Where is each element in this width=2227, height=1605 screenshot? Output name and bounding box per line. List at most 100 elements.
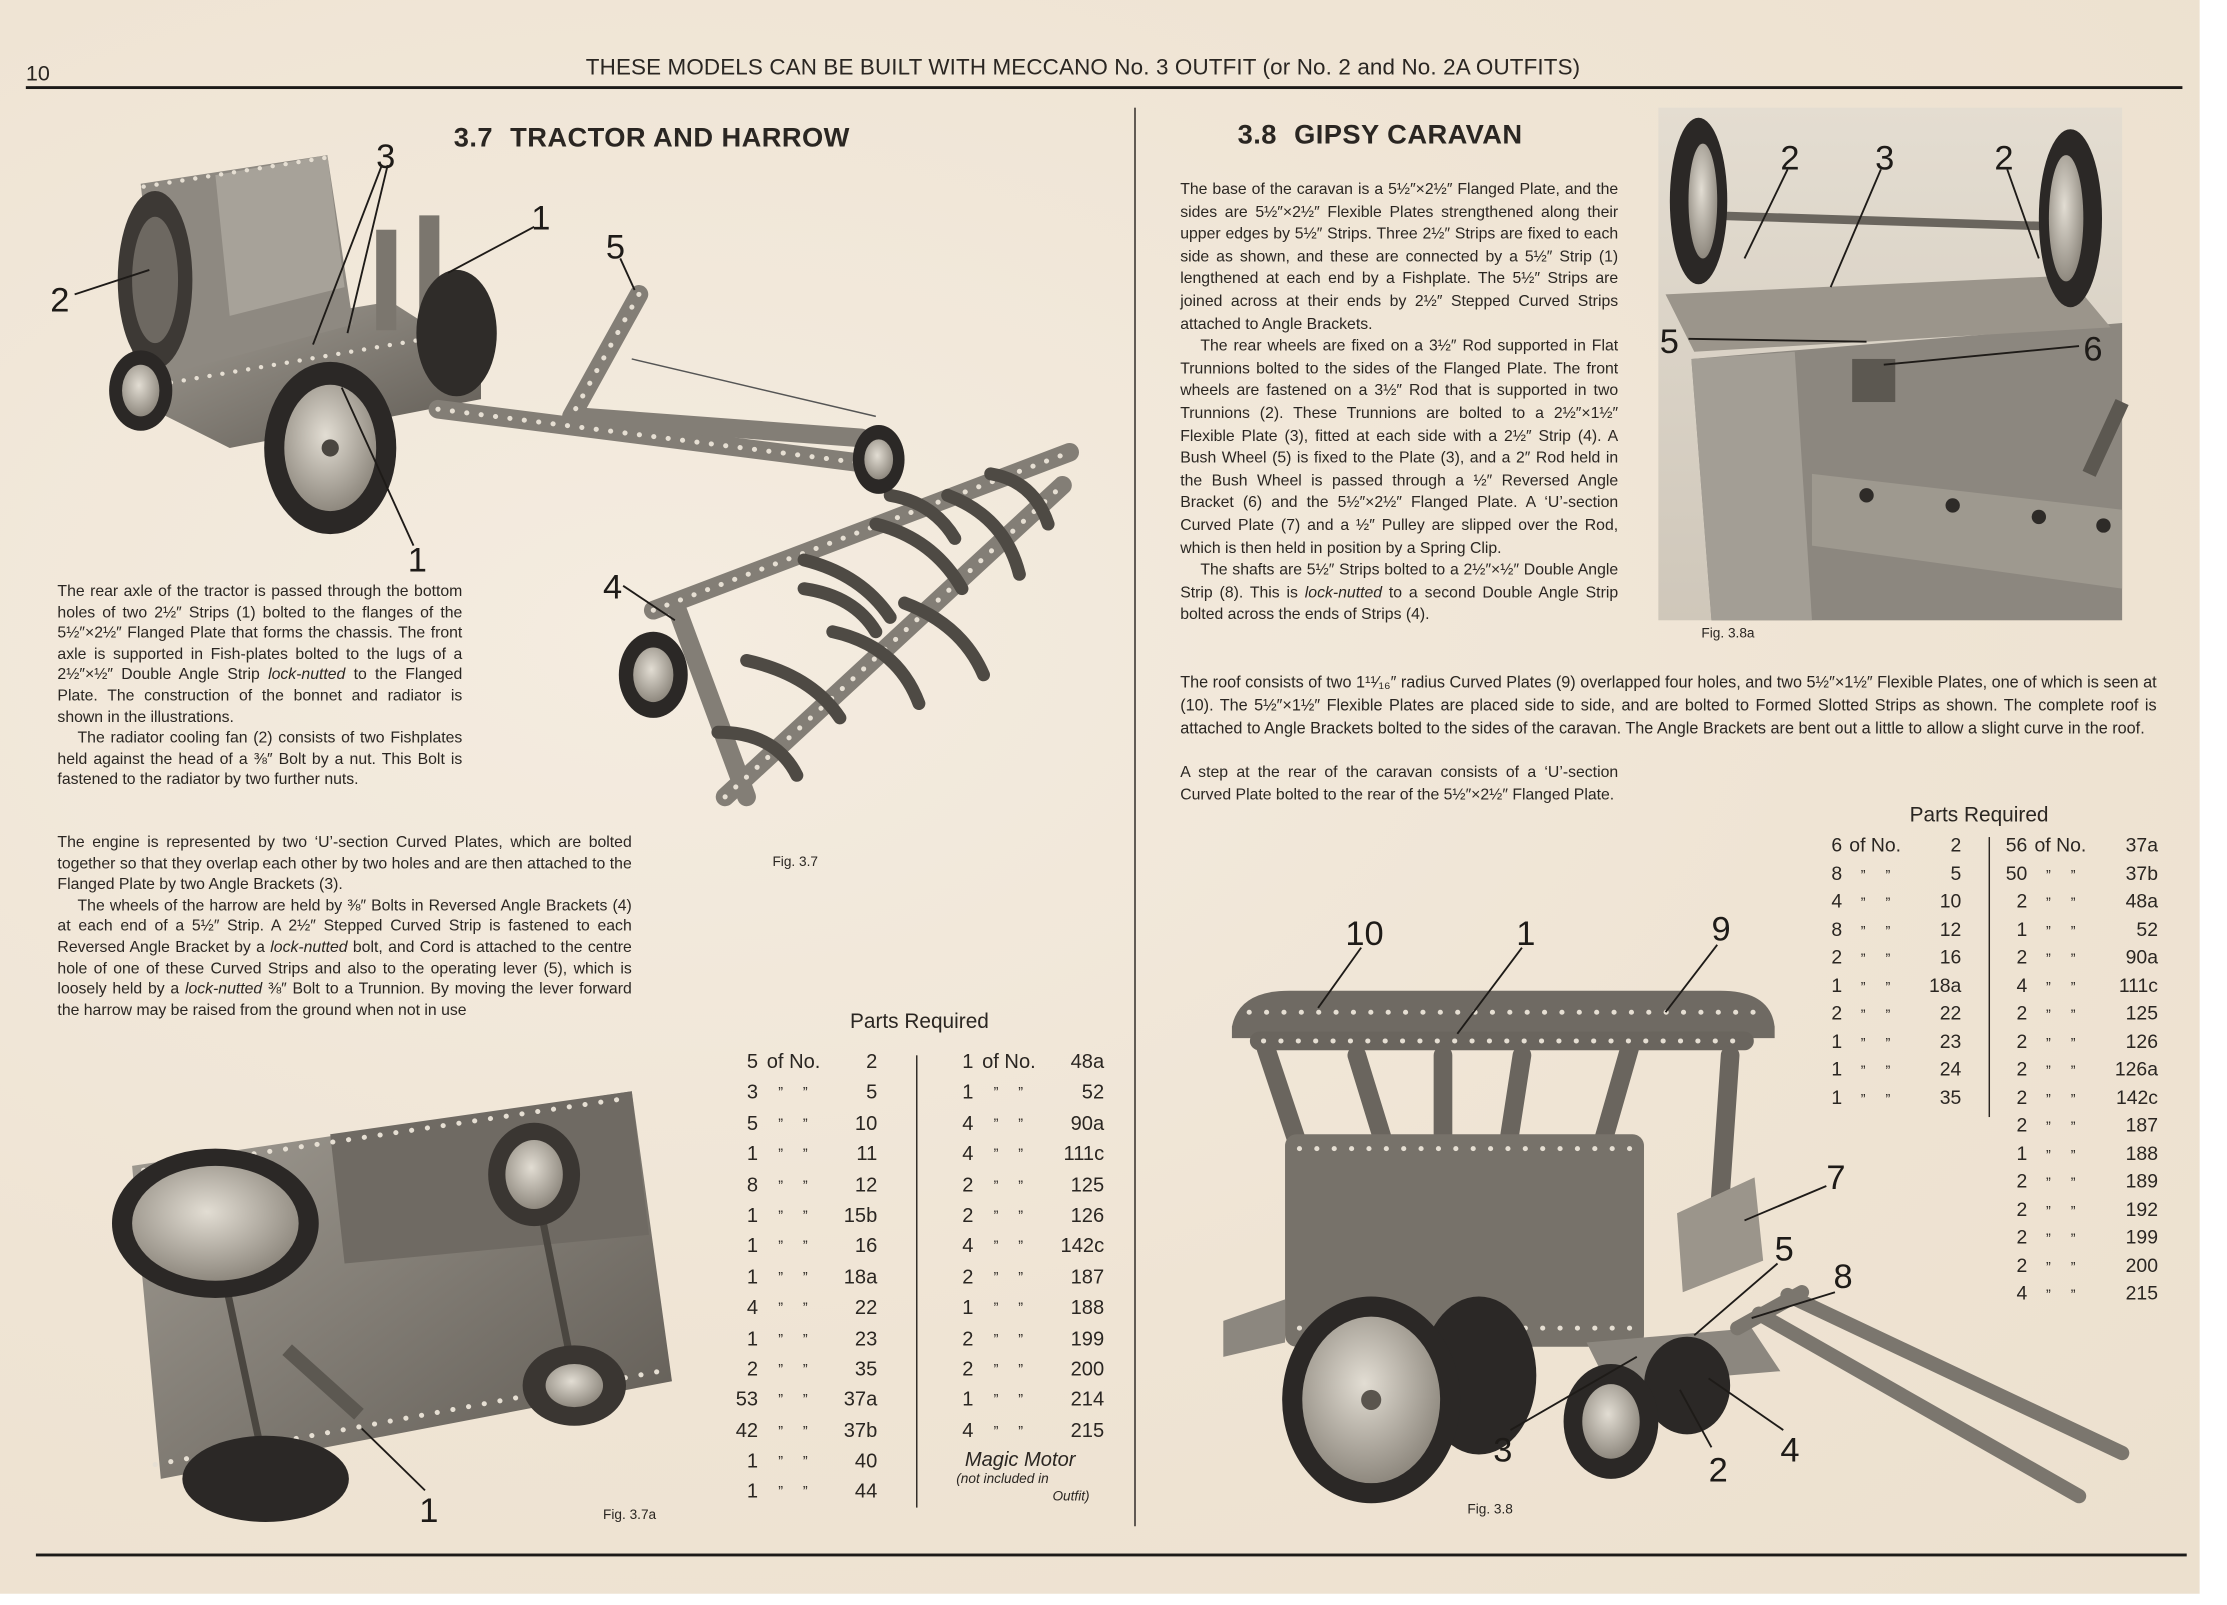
part-number: 23 [854, 1325, 878, 1349]
part-quantity: 4 [2016, 1282, 2028, 1304]
part-of-number: ” ” [1860, 895, 1891, 912]
part-quantity: 4 [962, 1110, 974, 1134]
part-of-number: ” ” [778, 1239, 808, 1256]
part-quantity: 4 [962, 1418, 974, 1442]
parts-required-title: Parts Required [1909, 804, 2049, 828]
part-quantity: 1 [746, 1448, 759, 1472]
part-quantity: 1 [2016, 918, 2028, 940]
part-number: 22 [1939, 1002, 1962, 1024]
part-of-number: ” ” [2046, 895, 2076, 912]
part-of-number: ” ” [2046, 1147, 2076, 1164]
part-of-number: ” ” [2046, 867, 2076, 884]
callout-2: 2 [1780, 139, 1799, 177]
part-quantity: 1 [962, 1080, 974, 1104]
part-of-number: ” ” [993, 1208, 1024, 1225]
part-quantity: 1 [1831, 1086, 1843, 1108]
part-number: 37b [2125, 862, 2159, 884]
part-quantity: 2 [2016, 1058, 2028, 1080]
part-quantity: 2 [2016, 1086, 2028, 1108]
part-of-number: ” ” [2046, 1231, 2076, 1248]
part-number: 125 [1070, 1172, 1105, 1196]
part-number: 125 [2125, 1002, 2159, 1024]
tractor-instructions: The rear axle of the tractor is passed t… [57, 581, 462, 791]
part-of-number: ” ” [2046, 1175, 2076, 1192]
figure-caption: Fig. 3.8 [1467, 1501, 1513, 1518]
part-of-number: ” ” [2046, 1035, 2076, 1052]
paragraph: The rear axle of the tractor is passed t… [57, 581, 462, 728]
part-quantity: 1 [962, 1295, 974, 1319]
part-number: 37a [843, 1387, 878, 1411]
section-number: 3.8 [1237, 120, 1277, 151]
part-of-number: ” ” [1860, 1007, 1891, 1024]
part-of-number: ” ” [778, 1147, 808, 1164]
page-number: 10 [25, 61, 50, 87]
part-quantity: 2 [962, 1325, 974, 1349]
part-number: 52 [1081, 1080, 1105, 1104]
part-quantity: 2 [2016, 1030, 2028, 1052]
part-number: 16 [854, 1233, 878, 1257]
part-of-number: ” ” [2046, 1287, 2076, 1304]
part-of-number: ” ” [778, 1270, 808, 1287]
part-quantity: 1 [1831, 1058, 1843, 1080]
part-quantity: 4 [2016, 974, 2028, 996]
section-heading: GIPSY CARAVAN [1294, 120, 1523, 151]
part-of-number: ” ” [778, 1116, 808, 1133]
paragraph: The wheels of the harrow are held by ⅜″ … [57, 896, 631, 1022]
tractor-instructions-continued: The engine is represented by two ‘U’-sec… [57, 833, 631, 1022]
emphasis-text: lock-nutted [1304, 583, 1383, 602]
part-of-number: ” ” [993, 1270, 1024, 1287]
part-of-number: ” ” [2046, 1203, 2076, 1220]
emphasis-text: lock-nutted [268, 666, 346, 684]
paragraph: The base of the caravan is a 5½″×2½″ Fla… [1180, 179, 1618, 336]
part-number: 200 [1070, 1356, 1105, 1380]
part-quantity: 1 [962, 1387, 974, 1411]
part-quantity: 2 [962, 1356, 974, 1380]
part-quantity: 4 [962, 1141, 974, 1165]
part-quantity: 2 [1831, 946, 1843, 968]
part-number: 23 [1939, 1030, 1962, 1052]
part-of-number: ” ” [2046, 1091, 2076, 1108]
part-number: 111c [2118, 974, 2159, 996]
part-number: 126 [1070, 1203, 1105, 1227]
part-number: 192 [2125, 1198, 2159, 1220]
part-number: 126a [2114, 1058, 2159, 1080]
tractor-underside-figure: 1 [111, 1091, 672, 1530]
part-of-number: ” ” [993, 1301, 1024, 1317]
part-quantity: 2 [2016, 1226, 2028, 1248]
part-number: 199 [2125, 1226, 2159, 1248]
callout-1: 1 [531, 200, 550, 238]
section-number: 3.7 [453, 123, 493, 154]
part-number: 187 [1070, 1264, 1105, 1288]
part-number: 37a [2125, 834, 2159, 856]
part-number: 142c [2115, 1086, 2159, 1108]
part-of-number: ” ” [2046, 1119, 2076, 1136]
paragraph-text: to a second Double Angle Strip bolted ac… [1180, 583, 1619, 624]
part-number: 111c [1063, 1141, 1105, 1165]
part-quantity: 5 [746, 1110, 759, 1134]
part-of-number: ” ” [993, 1086, 1024, 1102]
callout-6: 6 [2083, 330, 2102, 368]
part-number: 35 [1939, 1086, 1962, 1108]
part-quantity: 1 [962, 1049, 974, 1073]
part-number: 189 [2125, 1170, 2159, 1192]
part-of-number: ” ” [1860, 951, 1891, 968]
caravan-underside-detail-figure: 2 3 2 5 6 [1658, 107, 2129, 621]
caravan-roof-instructions: The roof consists of two 1¹¹⁄₁₆″ radius … [1180, 672, 2156, 741]
callout-4: 4 [603, 569, 622, 607]
gipsy-caravan-figure: 10 1 9 7 5 8 3 2 4 [1223, 910, 2130, 1504]
caravan-step-instructions: A step at the rear of the caravan consis… [1180, 762, 1618, 807]
callout-10: 10 [1345, 915, 1383, 953]
page-header: THESE MODELS CAN BE BUILT WITH MECCANO N… [585, 55, 1581, 81]
part-of-number: ” ” [2046, 951, 2076, 968]
part-of-number: of No. [2034, 834, 2087, 856]
callout-2: 2 [50, 282, 69, 320]
part-number: 10 [1939, 890, 1962, 912]
part-quantity: 2 [746, 1356, 759, 1380]
callout-8: 8 [1834, 1258, 1853, 1296]
paragraph: The engine is represented by two ‘U’-sec… [57, 833, 631, 896]
tractor-harrow-figure: 3 1 5 2 1 4 [50, 138, 1080, 807]
emphasis-text: lock-nutted [270, 938, 348, 957]
part-quantity: 42 [735, 1418, 759, 1442]
part-number: 12 [1939, 918, 1962, 940]
magic-motor-subnote: Outfit) [1052, 1488, 1090, 1505]
